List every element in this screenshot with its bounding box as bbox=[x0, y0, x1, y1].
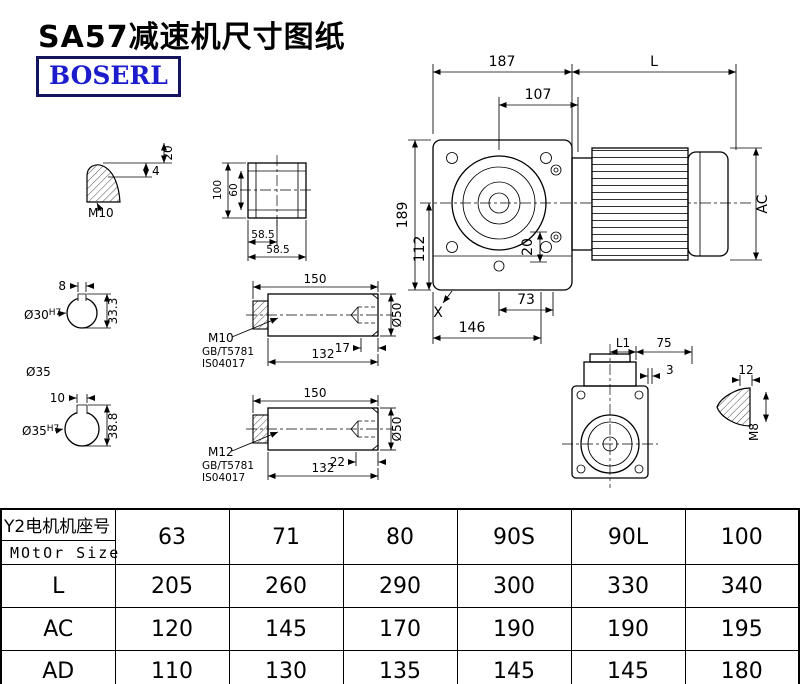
dim-58-5-b: 58.5 bbox=[266, 244, 289, 256]
bore-35-label: Ø35H7 bbox=[22, 424, 59, 438]
bore-section-35: 10 Ø35H7 38.8 bbox=[22, 391, 120, 447]
dim-4: 4 bbox=[152, 164, 160, 178]
label-m10-cone: M10 bbox=[88, 206, 114, 220]
page-title: SA57减速机尺寸图纸 bbox=[38, 20, 346, 55]
dim-112: 112 bbox=[412, 236, 428, 263]
main-assembly-view: 187 L 107 189 112 20 73 146 AC X bbox=[395, 54, 771, 344]
table-row-AD: AD 110 130 135 145 145 180 bbox=[0, 650, 800, 684]
dim-value-cell: 130 bbox=[228, 650, 344, 684]
shaft-detail-m12: 150 M12 GB/T5781 IS04017 22 132 Ø50 bbox=[202, 386, 404, 484]
dim-value-cell: 110 bbox=[114, 650, 230, 684]
dim-value-cell: 180 bbox=[684, 650, 800, 684]
dim-38-8: 38.8 bbox=[106, 413, 120, 440]
table-row-L: L 205 260 290 300 330 340 bbox=[0, 564, 800, 608]
dim-73: 73 bbox=[517, 292, 535, 308]
label-gb-1: GB/T5781 bbox=[202, 346, 254, 358]
view-label-X: X bbox=[433, 305, 443, 321]
motor-size-header-cell: Y2电机机座号 MOtOr Size bbox=[0, 508, 121, 565]
dim-value-cell: 195 bbox=[684, 607, 800, 651]
dim-20-cone: 20 bbox=[161, 145, 175, 160]
od-35-label: Ø35 bbox=[26, 365, 51, 379]
output-flange-top-view: 100 60 58.5 58.5 bbox=[212, 155, 314, 261]
cone-shape-side bbox=[716, 387, 751, 427]
dim-value-cell: 145 bbox=[456, 650, 572, 684]
shaft-detail-m10: 150 M10 GB/T5781 IS04017 17 132 Ø50 bbox=[202, 272, 404, 370]
label-iso-2: IS04017 bbox=[202, 472, 245, 484]
dim-value-cell: 190 bbox=[456, 607, 572, 651]
dim-key-8: 8 bbox=[58, 279, 66, 293]
dim-58-5-a: 58.5 bbox=[251, 229, 274, 241]
brand-logo: BOSERL bbox=[36, 56, 181, 97]
shaft-end-detail-view: 4 20 M10 bbox=[86, 143, 175, 220]
dim-22: 22 bbox=[330, 455, 345, 469]
dim-132-2: 132 bbox=[312, 461, 335, 475]
motor-body bbox=[591, 147, 689, 261]
dim-146: 146 bbox=[459, 320, 486, 336]
table-row-AC: AC 120 145 170 190 190 195 bbox=[0, 607, 800, 651]
dim-187: 187 bbox=[489, 54, 516, 70]
dim-107: 107 bbox=[525, 87, 552, 103]
dim-value-cell: 300 bbox=[456, 564, 572, 608]
dim-M8: M8 bbox=[747, 423, 761, 441]
dim-50-2: Ø50 bbox=[390, 417, 404, 442]
dim-17: 17 bbox=[335, 341, 350, 355]
dim-value-cell: 340 bbox=[684, 564, 800, 608]
row-label-AC: AC bbox=[0, 607, 116, 651]
dim-150-1: 150 bbox=[304, 272, 327, 286]
dim-L: L bbox=[650, 54, 658, 70]
bore-section-30: 8 Ø30H7 33.3 bbox=[24, 279, 120, 329]
dim-33-3: 33.3 bbox=[106, 298, 120, 325]
motor-frame-size: 90L bbox=[570, 508, 686, 565]
dimension-drawing: 187 L 107 189 112 20 73 146 AC X bbox=[22, 54, 771, 488]
dim-100: 100 bbox=[212, 180, 224, 200]
dim-132-1: 132 bbox=[312, 347, 335, 361]
label-m10: M10 bbox=[208, 331, 234, 345]
motor-size-label-en: MOtOr Size bbox=[10, 544, 121, 562]
motor-frame-size: 80 bbox=[342, 508, 458, 565]
bore-30-label: Ø30H7 bbox=[24, 308, 61, 322]
dim-20: 20 bbox=[520, 238, 536, 256]
dim-L1: L1 bbox=[616, 336, 630, 350]
dim-60: 60 bbox=[228, 183, 240, 196]
dim-value-cell: 330 bbox=[570, 564, 686, 608]
dim-189: 189 bbox=[395, 202, 411, 229]
dim-value-cell: 205 bbox=[114, 564, 230, 608]
label-iso-1: IS04017 bbox=[202, 358, 245, 370]
label-gb-2: GB/T5781 bbox=[202, 460, 254, 472]
dim-AC: AC bbox=[755, 194, 771, 213]
dim-value-cell: 145 bbox=[570, 650, 686, 684]
dim-value-cell: 190 bbox=[570, 607, 686, 651]
motor-frame-size: 90S bbox=[456, 508, 572, 565]
dim-50-1: Ø50 bbox=[390, 303, 404, 328]
dim-value-cell: 120 bbox=[114, 607, 230, 651]
dim-value-cell: 290 bbox=[342, 564, 458, 608]
dim-value-cell: 170 bbox=[342, 607, 458, 651]
label-m12: M12 bbox=[208, 445, 234, 459]
row-label-AD: AD bbox=[0, 650, 116, 684]
motor-frame-size: 63 bbox=[114, 508, 230, 565]
motor-frame-size: 100 bbox=[684, 508, 800, 565]
row-label-L: L bbox=[0, 564, 116, 608]
dim-75: 75 bbox=[656, 336, 671, 350]
table-header-row: Y2电机机座号 MOtOr Size 63 71 80 90S 90L 100 bbox=[0, 508, 800, 565]
motor-frame-size: 71 bbox=[228, 508, 344, 565]
dim-value-cell: 135 bbox=[342, 650, 458, 684]
dim-12: 12 bbox=[738, 363, 753, 377]
dim-key-10: 10 bbox=[50, 391, 65, 405]
dim-3: 3 bbox=[666, 363, 674, 377]
side-output-view: L1 75 3 12 M8 bbox=[562, 336, 770, 488]
dim-value-cell: 145 bbox=[228, 607, 344, 651]
dim-value-cell: 260 bbox=[228, 564, 344, 608]
dim-150-2: 150 bbox=[304, 386, 327, 400]
dimension-table: Y2电机机座号 MOtOr Size 63 71 80 90S 90L 100 … bbox=[0, 508, 800, 684]
motor-size-label-cn: Y2电机机座号 bbox=[2, 510, 115, 541]
cone-shape bbox=[86, 164, 121, 203]
